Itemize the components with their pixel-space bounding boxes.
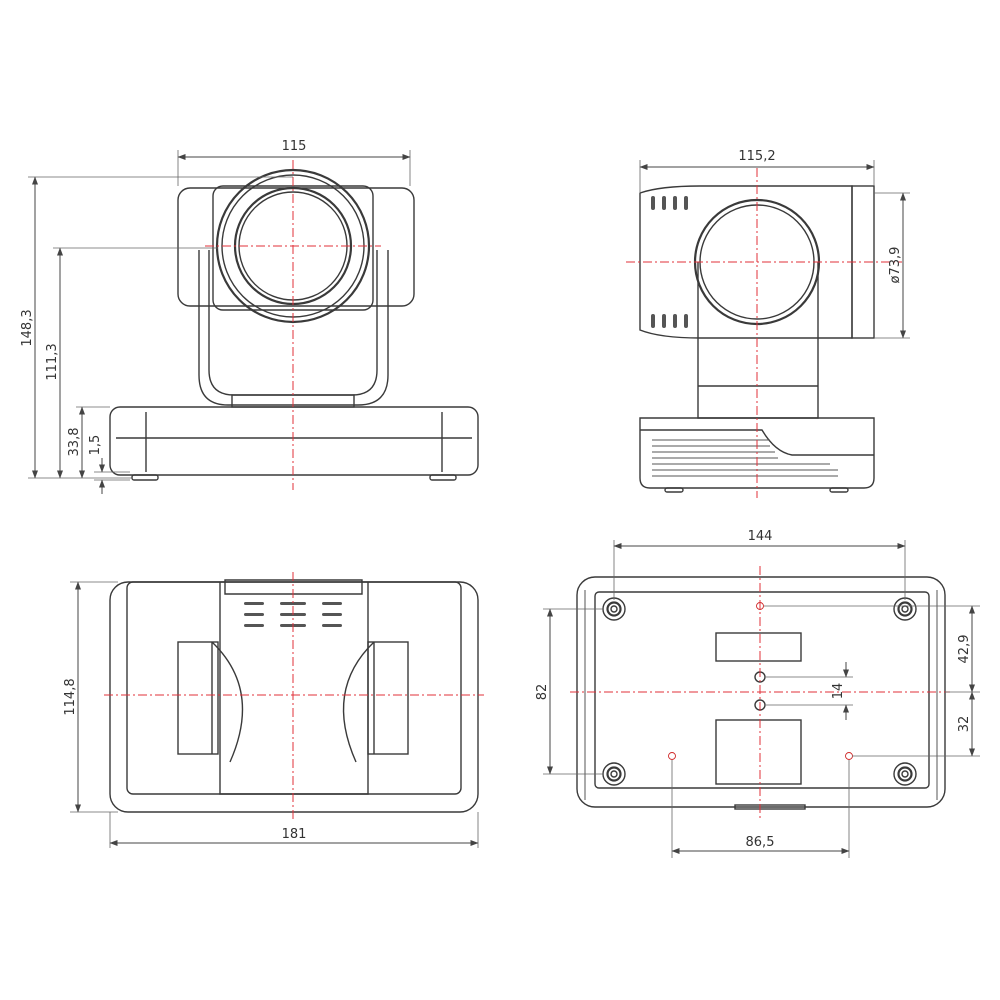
side-view: 115,2 ø73,9 (626, 149, 910, 498)
bottom-view: 144 82 42,9 32 14 86,5 (535, 529, 980, 858)
bottom-hole-depth-label: 82 (535, 684, 550, 701)
top-width-label: 181 (282, 827, 307, 842)
bottom-center-gap-label: 14 (831, 683, 846, 700)
front-foot-height-label: 1,5 (88, 435, 103, 456)
bottom-lower-span-label: 86,5 (746, 835, 775, 850)
bottom-upper-offset-label: 42,9 (957, 635, 972, 664)
front-total-height-label: 148,3 (20, 309, 35, 346)
top-depth-label: 114,8 (63, 678, 78, 715)
front-width-label: 115 (282, 139, 307, 154)
front-view: 115 148,3 111,3 33,8 1,5 (20, 139, 479, 494)
front-base-height-label: 33,8 (67, 428, 82, 457)
side-lens-diameter-label: ø73,9 (888, 247, 903, 284)
front-lens-height-label: 111,3 (45, 343, 60, 380)
bottom-hole-span-label: 144 (748, 529, 773, 544)
bottom-lower-offset-label: 32 (957, 716, 972, 733)
side-width-label: 115,2 (738, 149, 775, 164)
top-view: 114,8 181 (63, 572, 484, 848)
